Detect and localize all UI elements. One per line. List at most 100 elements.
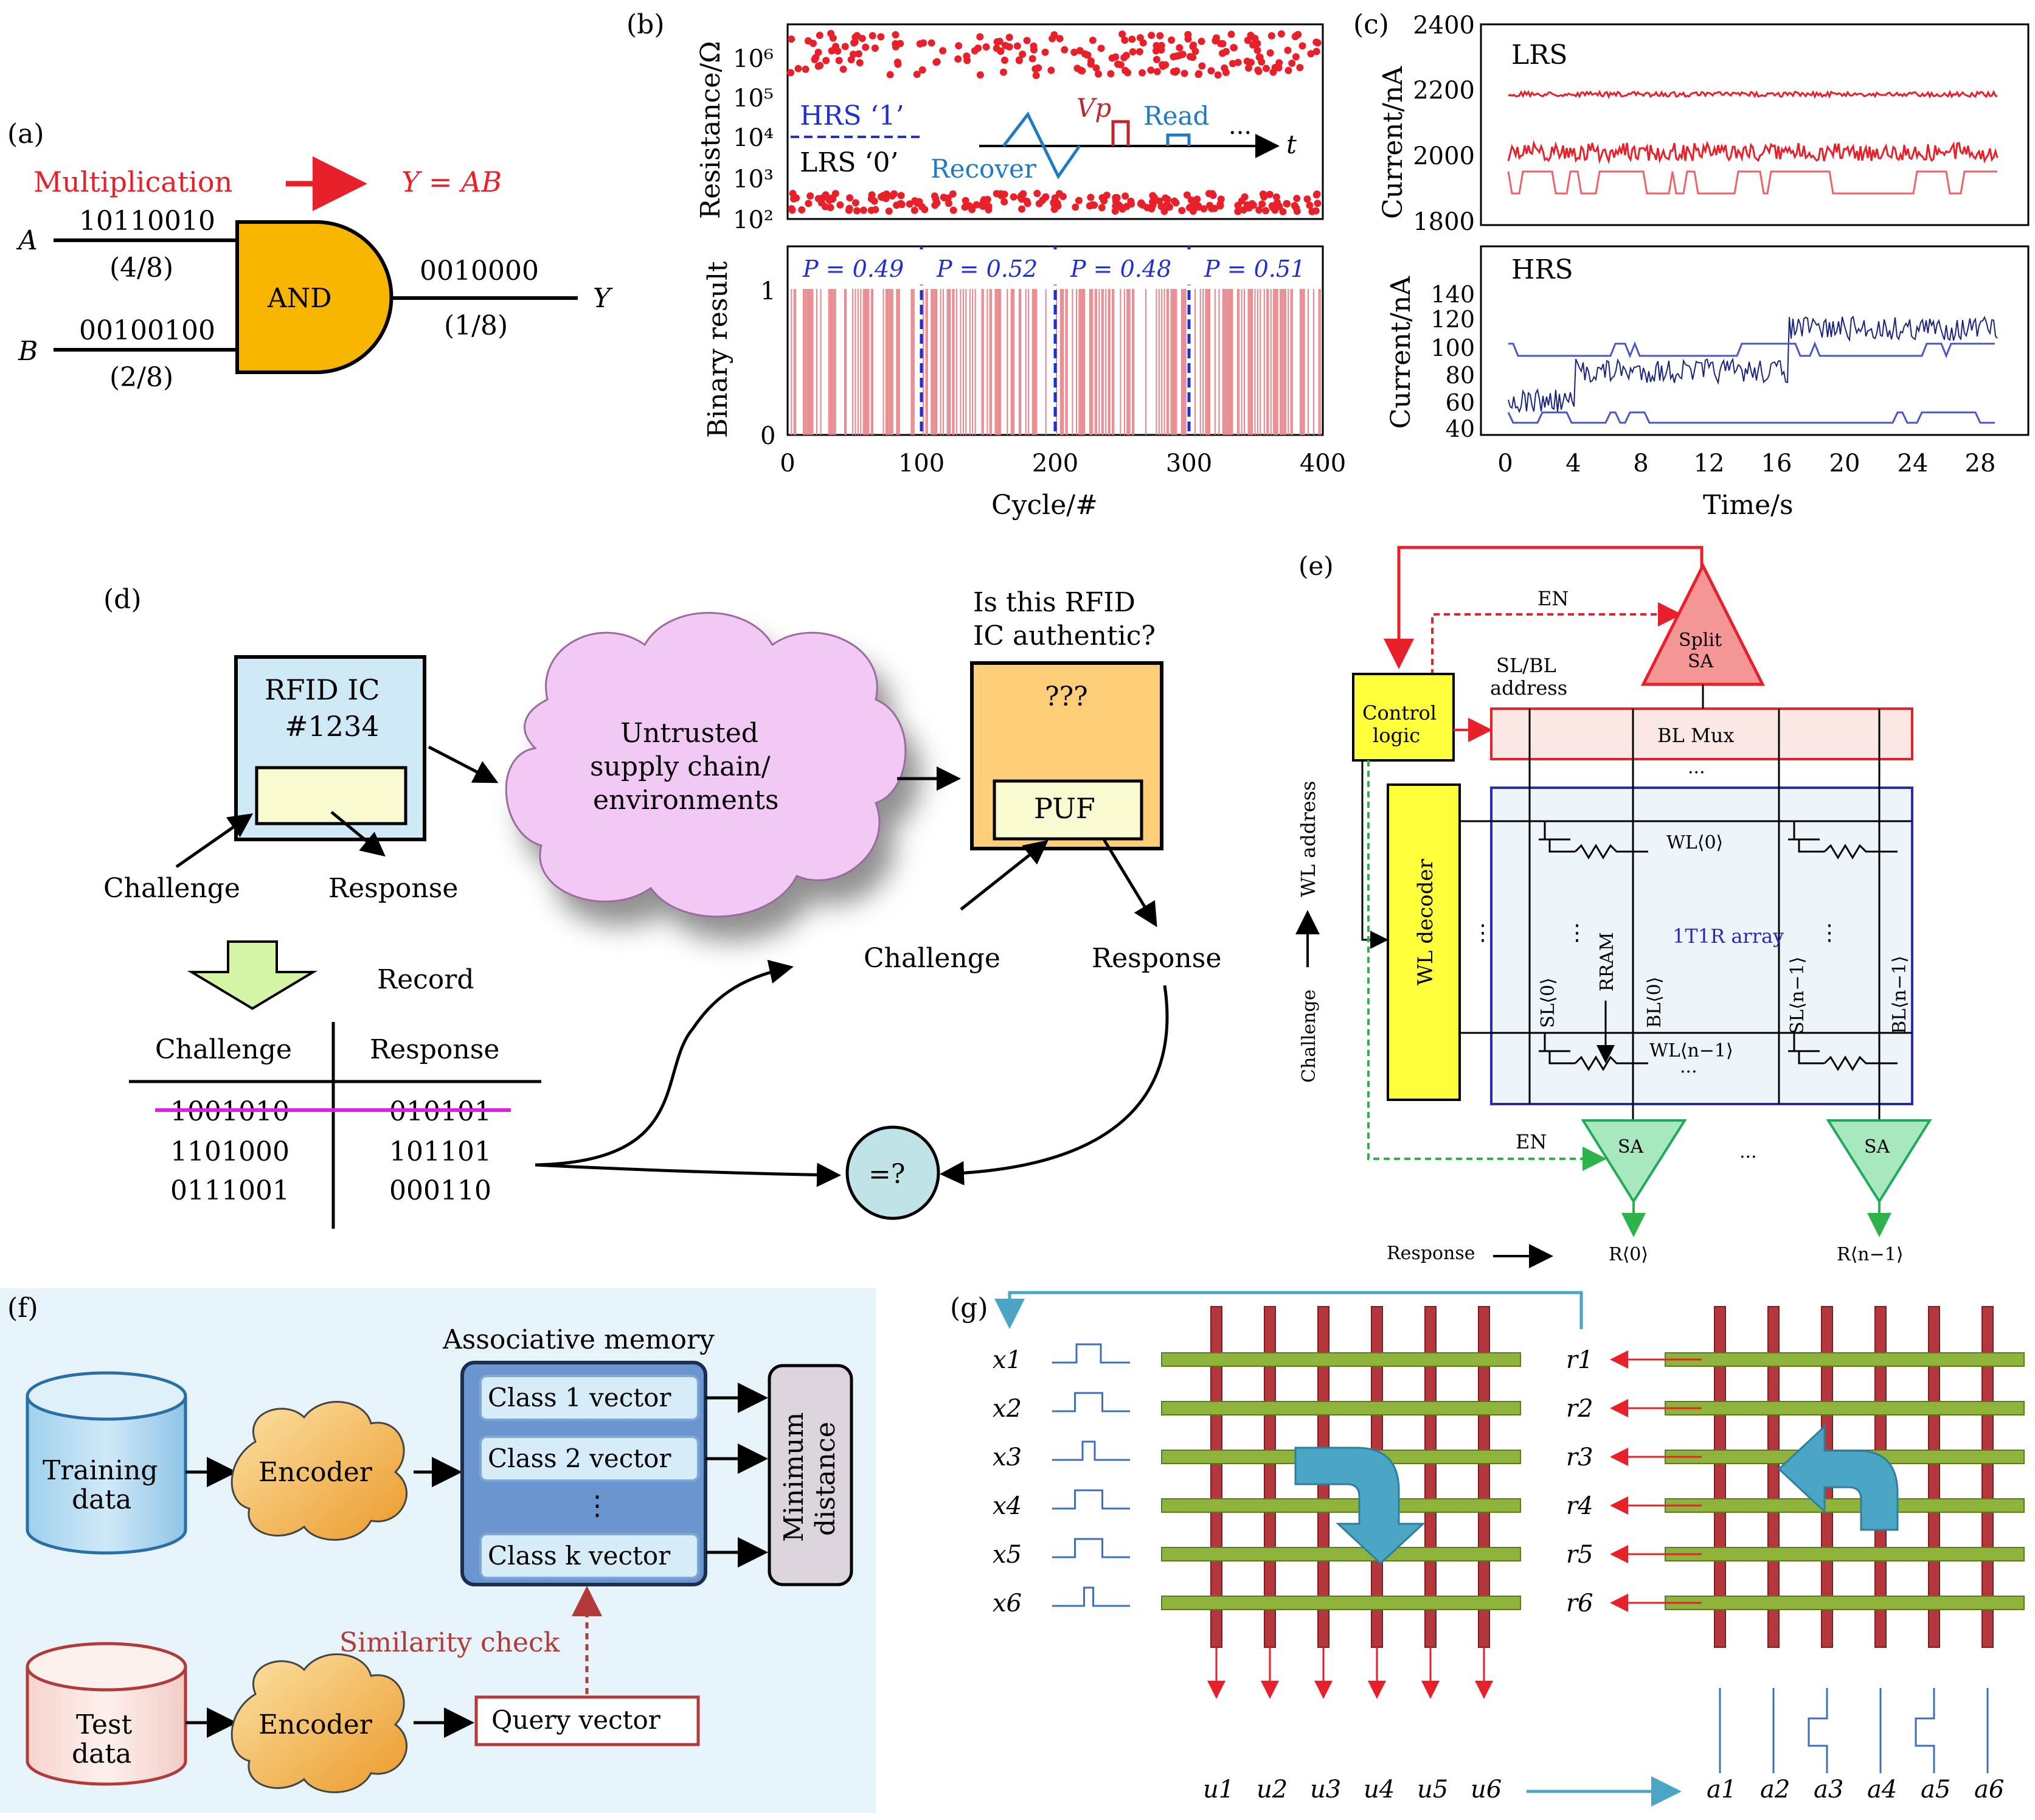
- resistance-yticks: 10⁶ 10⁵ 10⁴ 10³ 10²: [733, 45, 774, 234]
- lrs-point: [1075, 196, 1083, 204]
- lrs-point: [822, 191, 830, 199]
- lrs-point: [949, 190, 957, 198]
- response-label-puf: Response: [1092, 943, 1221, 974]
- ytick-1800: 1800: [1413, 208, 1475, 236]
- table-row-3-challenge: 0111001: [170, 1175, 289, 1206]
- crossbar-row: [1161, 1401, 1521, 1415]
- lrs-point: [791, 193, 799, 201]
- x-label: x3: [993, 1443, 1022, 1471]
- hrs-point: [1271, 64, 1279, 72]
- ytick-1e6: 10⁶: [733, 45, 774, 73]
- lrs-point: [1089, 201, 1097, 209]
- lrs-point: [1087, 193, 1095, 201]
- input-a-label: A: [16, 225, 38, 256]
- hrs-point: [1284, 66, 1292, 74]
- array-lines: [1460, 709, 1912, 1122]
- challenge-label-puf: Challenge: [864, 943, 1000, 974]
- panel-d-label: (d): [103, 584, 142, 615]
- lrs-point: [1018, 205, 1026, 213]
- slbl-address-1: SL/BL: [1496, 654, 1556, 677]
- x-label: x6: [993, 1589, 1022, 1617]
- cloud-line-3: environments: [593, 785, 779, 816]
- crossbar-row: [1161, 1547, 1521, 1561]
- lrs-point: [993, 190, 1000, 198]
- a-label: a4: [1867, 1776, 1897, 1804]
- a-label: a6: [1974, 1776, 2004, 1804]
- resistance-plot-frame: [786, 23, 1324, 220]
- blmux-dots: ···: [1688, 762, 1705, 783]
- class-1-label: Class 1 vector: [488, 1383, 671, 1412]
- input-pulse: [1052, 1538, 1130, 1558]
- lrs-point: [896, 200, 904, 207]
- sa-dots: ···: [1739, 1147, 1757, 1168]
- activation-signal: [1808, 1688, 1828, 1773]
- panel-a: (a) Multiplication Y = AB 10110010 A (4/…: [7, 119, 613, 393]
- hrs-point: [1291, 33, 1299, 41]
- hrs-point: [1076, 66, 1084, 74]
- rfid-ic-id: #1234: [285, 710, 380, 743]
- lrs-point: [1249, 201, 1257, 209]
- lrs-point: [1117, 203, 1125, 211]
- lrs-point: [1010, 193, 1018, 201]
- hrs-point: [1094, 70, 1102, 78]
- split-sa-label-2: SA: [1688, 651, 1714, 672]
- lrs-point: [1193, 195, 1201, 203]
- record-label: Record: [377, 964, 474, 995]
- ytick-140: 140: [1430, 281, 1475, 308]
- u-label: u5: [1417, 1776, 1448, 1804]
- lrs-point: [1279, 207, 1287, 215]
- a-label: a3: [1814, 1776, 1843, 1804]
- recover-label: Recover: [931, 154, 1037, 184]
- hrs-point: [1159, 63, 1167, 71]
- lrs-trace-3: [1507, 170, 1997, 195]
- probability-labels: P = 0.49 P = 0.52 P = 0.48 P = 0.51: [791, 249, 1320, 285]
- prob-4: P = 0.51: [1204, 255, 1305, 282]
- binary-ytick-1: 1: [760, 277, 775, 305]
- hrs-point: [1128, 35, 1136, 43]
- recover-pulse: [1002, 111, 1081, 179]
- lrs-point: [1194, 203, 1202, 211]
- hrs-point: [974, 44, 982, 52]
- hrs-point: [963, 57, 971, 64]
- hrs-point: [1047, 66, 1055, 74]
- class-2-label: Class 2 vector: [488, 1443, 671, 1473]
- table-row-3-response: 000110: [389, 1175, 491, 1206]
- hrs-trace-3: [1507, 411, 1995, 424]
- lrs-point: [921, 206, 929, 214]
- lrs-point: [979, 202, 987, 210]
- hrs-yticks: 140 120 100 80 60 40 20: [1430, 281, 1475, 442]
- lrs-point: [868, 191, 876, 199]
- hrs-point: [1266, 49, 1274, 57]
- cloud-line-1: Untrusted: [620, 718, 758, 749]
- lrs-point: [1163, 195, 1171, 203]
- challenge-arrow-rfid: [175, 813, 254, 869]
- hrs-point: [913, 71, 921, 78]
- hrs-trace-1: [1508, 315, 1998, 414]
- panel-f-label: (f): [7, 1293, 38, 1324]
- query-vector-box: [474, 1695, 700, 1746]
- vp-label: Vp: [1076, 93, 1111, 123]
- crossbar-row: [1665, 1401, 2025, 1415]
- lrs-point: [1098, 204, 1106, 212]
- hrs-point: [1041, 48, 1049, 56]
- panel-b: (b) Resistance/Ω 10⁶ 10⁵ 10⁴ 10³ 10² HRS…: [626, 9, 1346, 521]
- lrs-point: [1283, 200, 1291, 208]
- encoder-cloud-top: [231, 1401, 407, 1541]
- lrs-point: [1072, 203, 1080, 211]
- hrs-point: [856, 59, 864, 67]
- input-b-fraction: (2/8): [109, 362, 173, 393]
- hrs-point: [1031, 65, 1039, 73]
- compare-node: [845, 1125, 940, 1220]
- x-label: x1: [993, 1346, 1022, 1374]
- lrs-point: [1200, 205, 1208, 213]
- prob-3: P = 0.48: [1070, 255, 1171, 282]
- xtick-100: 100: [898, 450, 945, 478]
- ytick-2000: 2000: [1413, 142, 1475, 170]
- lrs-point: [806, 192, 814, 200]
- rram-label: RRAM: [1596, 932, 1618, 992]
- r-label: r2: [1566, 1395, 1593, 1423]
- lrs-point: [1260, 193, 1268, 201]
- lrs-point: [1055, 190, 1063, 198]
